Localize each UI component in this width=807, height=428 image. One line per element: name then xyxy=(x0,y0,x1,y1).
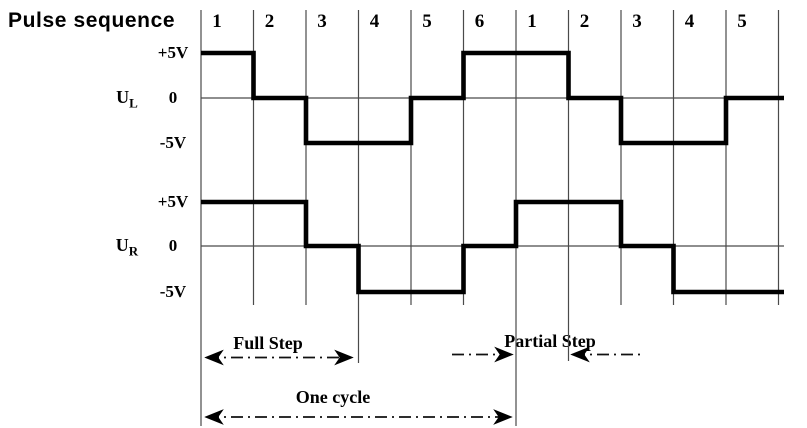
pulse-number: 5 xyxy=(737,11,747,32)
full-step-label: Full Step xyxy=(233,333,303,353)
partial-step-label: Partial Step xyxy=(504,331,596,351)
ul-level-minus5: -5V xyxy=(159,133,187,152)
pulse-number: 6 xyxy=(474,11,485,32)
pulse-number: 1 xyxy=(527,11,537,32)
ur-level-minus5: -5V xyxy=(159,282,187,301)
waveform-ur xyxy=(201,199,784,295)
waveforms xyxy=(201,50,784,295)
one-cycle-label: One cycle xyxy=(295,387,371,407)
pulse-number: 5 xyxy=(422,11,432,32)
pulse-number: 2 xyxy=(264,11,275,32)
pulse-number: 3 xyxy=(317,11,327,32)
pulse-number: 4 xyxy=(684,11,695,32)
ur-signal-label: UR xyxy=(115,235,139,259)
pulse-number: 1 xyxy=(212,11,222,32)
pulse-number: 4 xyxy=(369,11,380,32)
ur-level-plus5: +5V xyxy=(157,192,189,211)
span-arrows xyxy=(204,346,643,425)
ul-level-zero: 0 xyxy=(168,88,178,107)
diagram-title: Pulse sequence xyxy=(8,9,176,32)
pulse-number: 2 xyxy=(579,11,590,32)
ul-level-plus5: +5V xyxy=(157,43,189,62)
ur-level-zero: 0 xyxy=(168,236,178,255)
ul-signal-label: UL xyxy=(116,87,138,111)
waveform-ul xyxy=(201,50,784,146)
grid-lines xyxy=(200,10,784,426)
pulse-number: 3 xyxy=(632,11,642,32)
